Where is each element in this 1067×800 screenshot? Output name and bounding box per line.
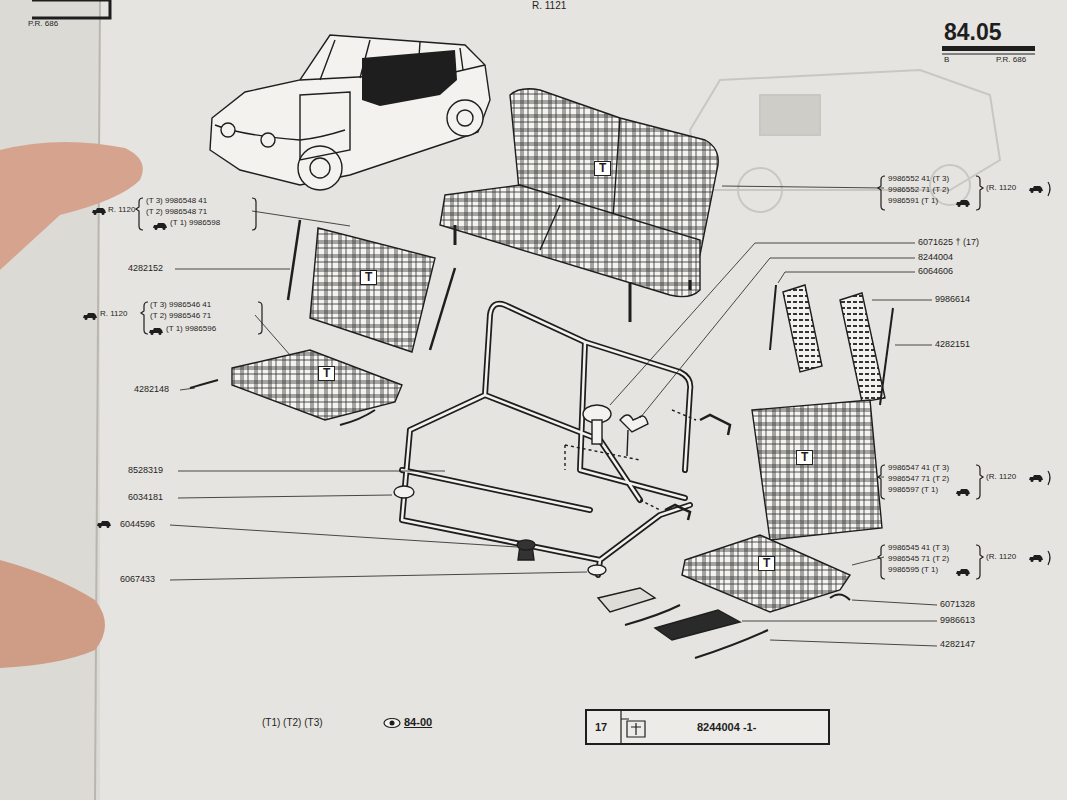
- page-ref: P.R. 686: [996, 56, 1026, 65]
- vehicle-ref: R. 1120: [100, 310, 127, 319]
- reference-box: 17 8244004 -1-: [585, 709, 830, 745]
- side-strips: [770, 285, 893, 405]
- vehicle-ref: R. 1120: [108, 206, 135, 215]
- version-codes: (T1) (T2) (T3): [262, 717, 323, 728]
- car-drawing: [210, 35, 490, 190]
- part-number: 8528319: [128, 466, 163, 476]
- part-number: 9986545 71 (T 2): [888, 555, 949, 564]
- part-number: 9986547 71 (T 2): [888, 475, 949, 484]
- callout-number: 17: [595, 721, 607, 733]
- part-number: 9986552 71 (T 2): [888, 186, 949, 195]
- finger: [0, 142, 143, 270]
- part-number: 6071625 † (17): [918, 238, 979, 248]
- part-number: 9986552 41 (T 3): [888, 175, 949, 184]
- part-number: 9986595 (T 1): [888, 566, 938, 575]
- trim-mark: T: [594, 161, 611, 176]
- part-number: 6067433: [120, 575, 155, 585]
- page-ref: B: [944, 56, 949, 65]
- seat-back: [752, 400, 882, 540]
- part-number: 4282151: [935, 340, 970, 350]
- vehicle-ref: (R. 1120: [986, 184, 1016, 193]
- part-number: 9986614: [935, 295, 970, 305]
- vehicle-ref: (R. 1120: [986, 553, 1016, 562]
- vehicle-code: R. 1121: [532, 0, 566, 11]
- part-number: 9986613: [940, 616, 975, 626]
- page-ref: P.R. 686: [28, 20, 58, 29]
- vehicle-icon: [83, 186, 1043, 576]
- part-number: 6034181: [128, 493, 163, 503]
- finger: [0, 560, 105, 668]
- seat-frame: [402, 304, 690, 575]
- part-number: 9986591 (T 1): [888, 197, 938, 206]
- part-number: (T 2) 9986546 71: [150, 312, 211, 321]
- part-number: (T 3) 9986548 41: [146, 197, 207, 206]
- part-number: 6044596: [120, 520, 155, 530]
- page-number: 84.05: [944, 20, 1002, 45]
- part-number: 8244004: [918, 253, 953, 263]
- page-link: 84-00: [404, 716, 432, 728]
- part-number: (T 1) 9986596: [166, 325, 216, 334]
- part-number: 8244004 -1-: [697, 721, 756, 733]
- part-number: 4282147: [940, 640, 975, 650]
- trim-mark: T: [796, 450, 813, 465]
- part-number: (T 3) 9986546 41: [150, 301, 211, 310]
- part-number: 6064606: [918, 267, 953, 277]
- highlighted-seat: [362, 50, 457, 106]
- trim-mark: T: [758, 556, 775, 571]
- trim-mark: T: [360, 270, 377, 285]
- seat-back: [288, 220, 455, 352]
- part-number: (T 1) 9986598: [170, 219, 220, 228]
- part-number: 4282148: [134, 385, 169, 395]
- part-number: 9986597 (T 1): [888, 486, 938, 495]
- leader-lines: [170, 186, 937, 646]
- brackets: [136, 176, 1050, 579]
- vehicle-ref: (R. 1120: [986, 473, 1016, 482]
- part-number: (T 2) 9986548 71: [146, 208, 207, 217]
- page-edge: [0, 0, 100, 800]
- seat-cushion: [598, 535, 850, 658]
- part-number: 4282152: [128, 264, 163, 274]
- bench-seat: [440, 89, 718, 322]
- seat-cushion: [190, 350, 402, 425]
- part-number: 6071328: [940, 600, 975, 610]
- eye-symbol: [384, 719, 400, 728]
- trim-mark: T: [318, 366, 335, 381]
- part-number: 9986547 41 (T 3): [888, 464, 949, 473]
- part-number: 9986545 41 (T 3): [888, 544, 949, 553]
